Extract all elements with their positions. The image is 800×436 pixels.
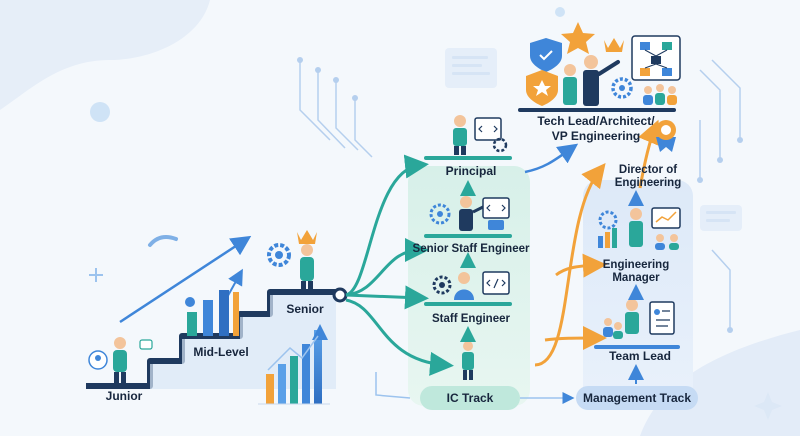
growth-bar-chart-icon bbox=[258, 324, 330, 405]
director-label-line2: Engineering bbox=[615, 177, 681, 189]
branch-node bbox=[332, 287, 348, 303]
arrow-to-director bbox=[534, 162, 606, 367]
architecture-board-icon bbox=[631, 35, 681, 81]
manager-icon bbox=[598, 207, 681, 250]
staff-code-window-icon bbox=[482, 271, 510, 295]
junior-label: Junior bbox=[106, 389, 143, 403]
arrow-to-senior-staff bbox=[345, 238, 429, 297]
arrow-to-manager bbox=[555, 253, 607, 278]
director-label-line1: Director of bbox=[619, 164, 677, 176]
mid-level-label: Mid-Level bbox=[193, 345, 248, 359]
ic-track-pill: IC Track bbox=[420, 386, 520, 410]
senior-label: Senior bbox=[286, 302, 324, 316]
principal-label: Principal bbox=[446, 164, 497, 178]
senior-staff-code-window-icon bbox=[482, 197, 510, 230]
senior-staff-platform bbox=[424, 234, 512, 238]
director-award-icon bbox=[656, 120, 676, 152]
top-star-icon bbox=[561, 22, 595, 54]
junior-person-icon bbox=[113, 337, 127, 384]
top-role-label-line1: Tech Lead/Architect/ bbox=[537, 114, 655, 128]
team-lead-icon bbox=[603, 299, 675, 339]
senior-gear-icon bbox=[267, 243, 291, 267]
staff-gear-icon bbox=[432, 275, 452, 295]
top-gear-icon bbox=[611, 77, 633, 99]
mid-level-person-icon bbox=[185, 297, 195, 307]
team-lead-platform bbox=[594, 345, 680, 349]
principal-platform bbox=[424, 156, 512, 160]
ic-entry-person-icon bbox=[462, 341, 474, 380]
engineering-manager-label-line1: Engineering bbox=[603, 259, 669, 271]
staff-platform bbox=[424, 302, 512, 306]
management-track-label: Management Track bbox=[583, 391, 691, 405]
growth-arrow-lower bbox=[119, 235, 252, 324]
clipboard-icon bbox=[649, 301, 675, 335]
principal-person-icon bbox=[453, 115, 467, 155]
staff-person-icon bbox=[454, 272, 474, 300]
principal-gear-icon bbox=[492, 137, 508, 153]
senior-staff-gear-icon bbox=[429, 203, 451, 225]
mid-level-bars-icon bbox=[187, 290, 239, 336]
management-track-pill: Management Track bbox=[576, 386, 698, 410]
ic-track-label: IC Track bbox=[447, 391, 494, 405]
arrow-to-staff bbox=[345, 285, 429, 310]
top-leader-icons bbox=[563, 55, 620, 106]
staff-engineer-label: Staff Engineer bbox=[432, 313, 510, 325]
arrow-to-ic-entry bbox=[345, 298, 454, 376]
arrow-to-team-lead bbox=[544, 326, 607, 351]
top-role-label-line2: VP Engineering bbox=[552, 129, 640, 143]
manager-chart-board-icon bbox=[651, 207, 681, 229]
senior-person-icon bbox=[297, 230, 317, 293]
principal-code-window-icon bbox=[474, 117, 502, 141]
top-platform bbox=[518, 108, 676, 112]
arrow-to-principal bbox=[345, 154, 429, 297]
top-crown-icon bbox=[604, 38, 624, 52]
team-lead-label: Team Lead bbox=[609, 349, 671, 363]
top-team-icon bbox=[643, 84, 677, 105]
senior-staff-engineer-label: Senior Staff Engineer bbox=[413, 243, 530, 255]
junior-chat-icon bbox=[88, 339, 153, 370]
senior-crown-icon bbox=[297, 230, 317, 244]
top-shield-icons bbox=[526, 38, 562, 106]
arrow-director-to-top bbox=[638, 119, 661, 189]
engineering-manager-label-line2: Manager bbox=[612, 272, 660, 284]
arrow-principal-to-top bbox=[524, 143, 579, 174]
